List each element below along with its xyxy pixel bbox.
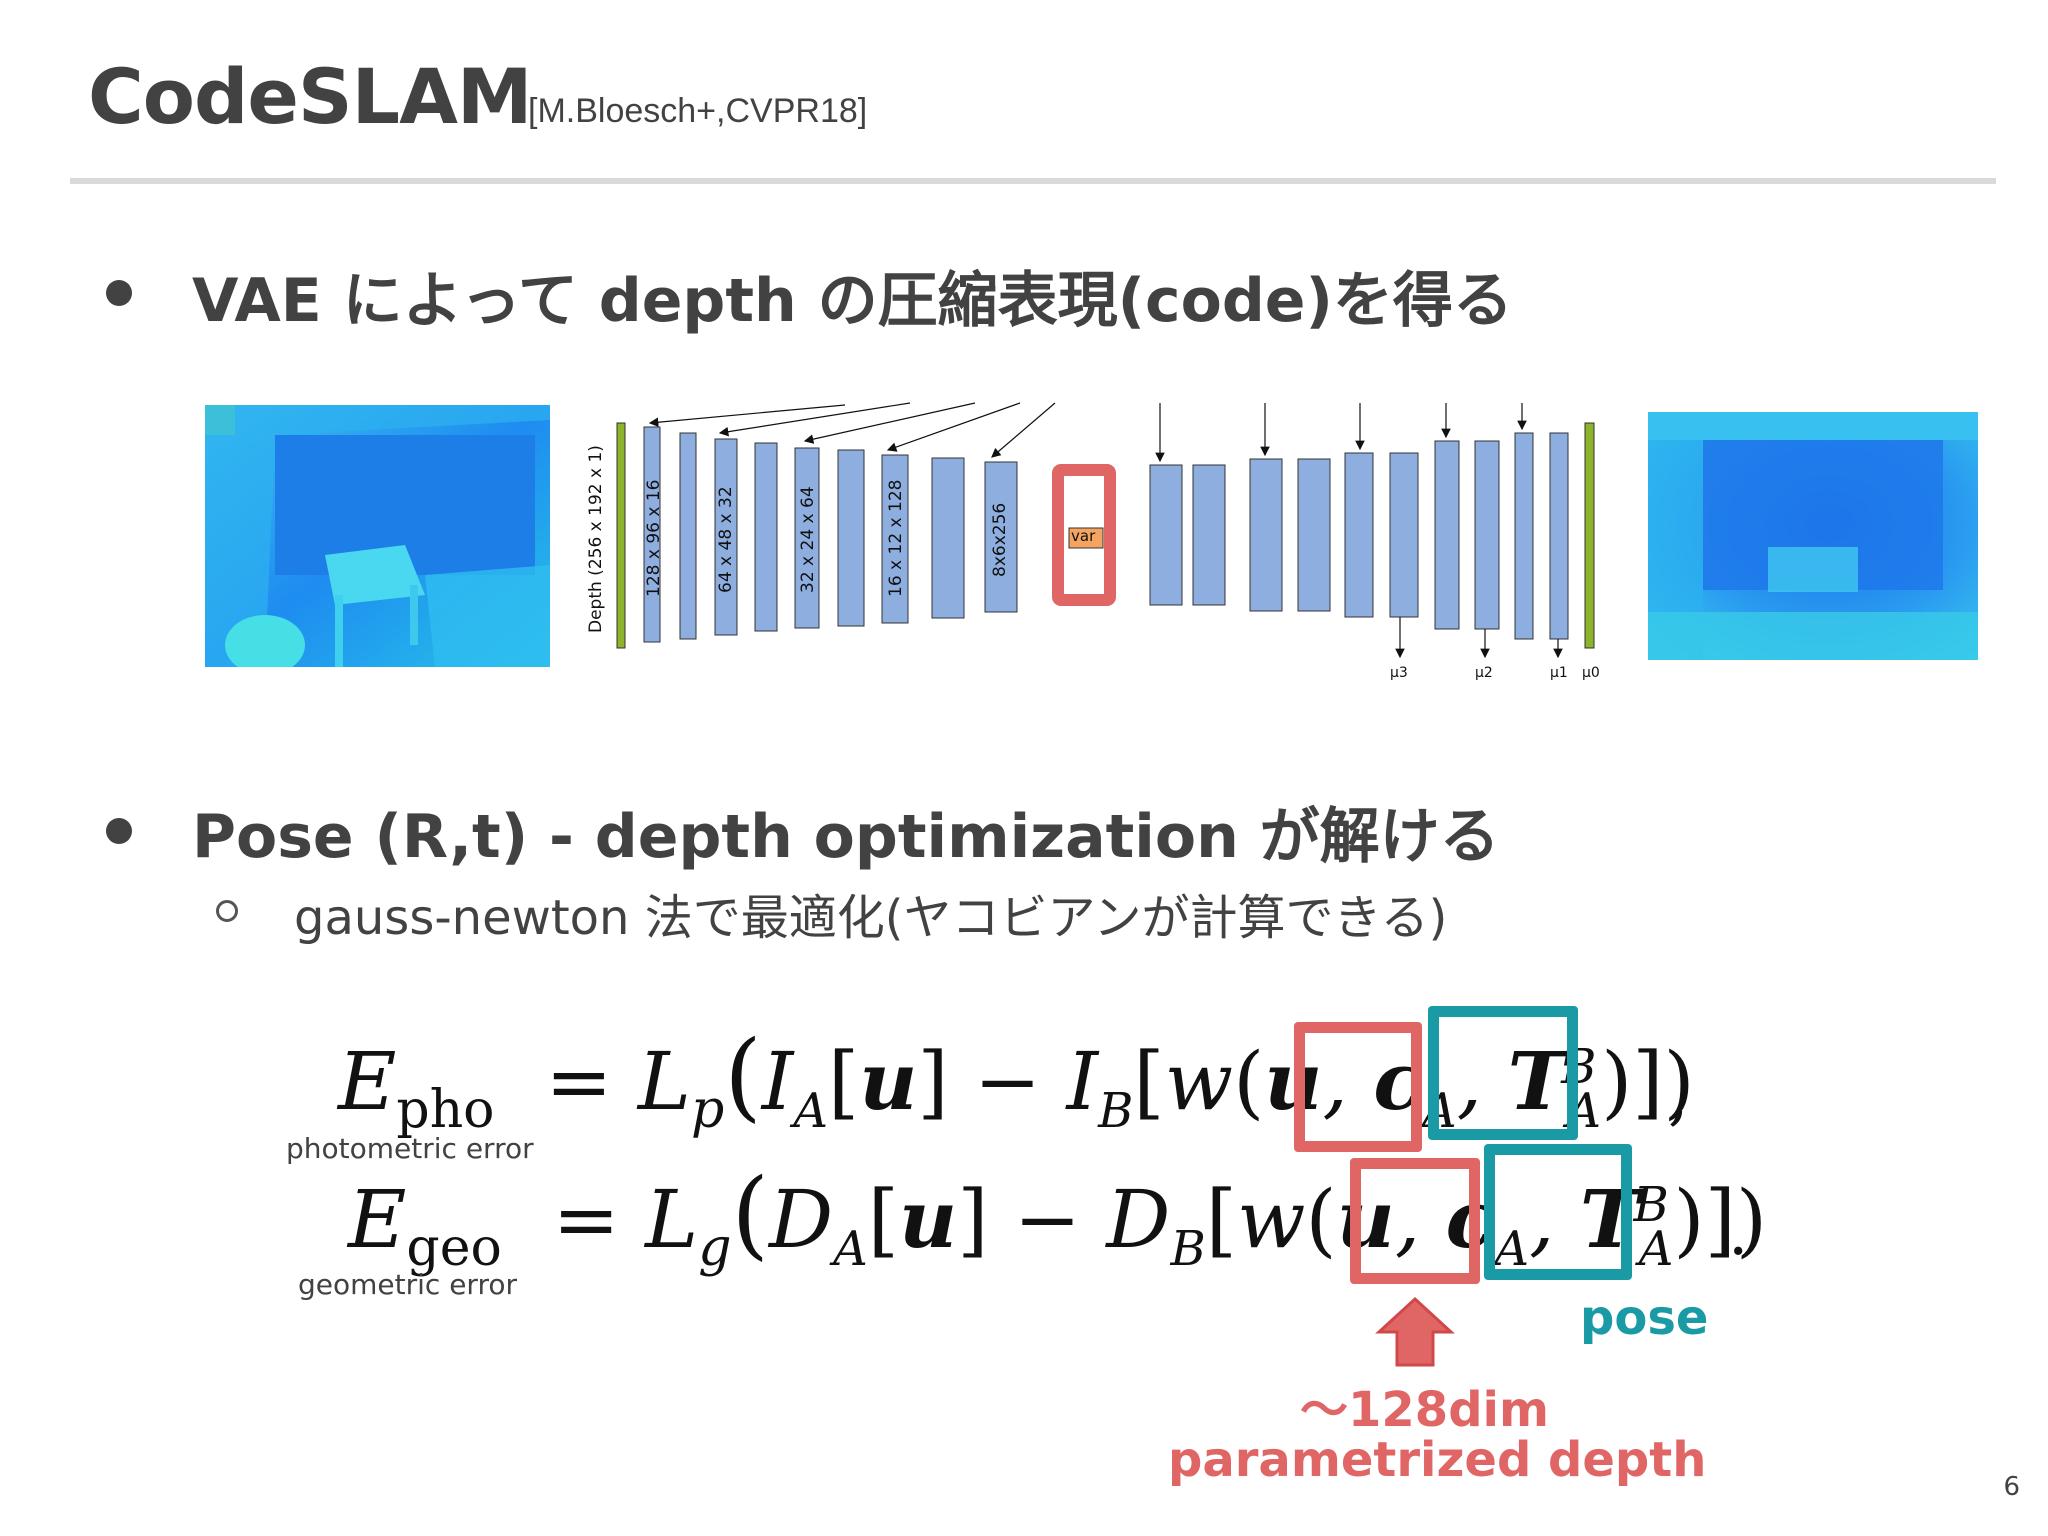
pose-highlight-box-geo [1484,1144,1632,1280]
input-depth-label: Depth (256 x 192 x 1) [586,445,606,633]
pose-highlight-box-pho [1428,1006,1578,1140]
var-label: var [1071,527,1096,545]
layer-label-1: 128 x 96 x 16 [644,479,664,597]
eq-pho-comma: , [1668,1060,1689,1134]
mu0-label: μ0 [1582,665,1600,681]
vae-network-diagram: Depth (256 x 192 x 1) 128 x 96 x 16 64 x… [580,395,1620,695]
layer-label-4: 16 x 12 x 128 [886,479,906,597]
mu1-label: μ1 [1550,665,1568,681]
parametrized-depth-annotation: parametrized depth [1168,1432,1707,1488]
eq-geo-period: . [1728,1196,1749,1270]
bullet-vae: VAE によって depth の圧縮表現(code)を得る [192,266,1513,336]
mu2-label: μ2 [1475,665,1493,681]
title-divider [70,178,1996,184]
bullet-pose-depth: Pose (R,t) - depth optimization が解ける [192,802,1500,872]
slide-number: 6 [2003,1472,2020,1502]
layer-label-3: 32 x 24 x 64 [798,486,818,593]
code-highlight-box-pho [1294,1022,1422,1152]
sub-bullet-circle [216,900,238,922]
eq-geo-lhs: Egeo = Lg(DA[u] − DB[w(u, cA, TBA)]) [348,1158,1768,1278]
dim-annotation: 〜128dim [1300,1382,1550,1438]
eq-pho-lhs: Epho = Lp(IA[u] − IB[w(u, cA, TBA)]) [338,1020,1695,1140]
sub-bullet-gauss-newton: gauss-newton 法で最適化(ヤコビアンが計算できる) [294,890,1448,946]
mu3-label: μ3 [1390,665,1408,681]
photometric-error-label: photometric error [286,1132,534,1165]
bullet-dot [106,818,132,844]
citation: [M.Bloesch+,CVPR18] [528,92,868,130]
up-arrow-icon [1375,1296,1455,1372]
layer-label-5: 8x6x256 [990,502,1010,577]
layer-label-2: 64 x 48 x 32 [716,486,736,593]
input-depth-image [205,405,550,667]
slide-title: CodeSLAM [88,52,533,141]
reconstructed-depth-image [1648,412,1978,660]
code-highlight-box-geo [1350,1158,1480,1284]
pose-annotation: pose [1580,1290,1709,1346]
bullet-dot [106,280,132,306]
geometric-error-label: geometric error [298,1268,517,1301]
